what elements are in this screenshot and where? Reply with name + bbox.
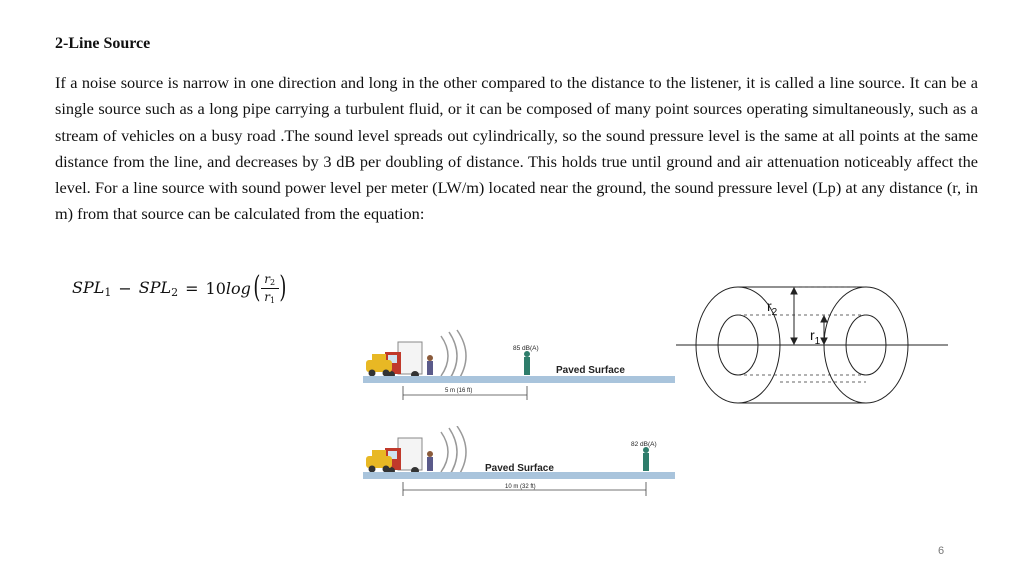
distance-label: 10 m (32 ft) [505, 484, 536, 490]
ground-strip [363, 376, 675, 383]
r2-label: r2 [767, 298, 778, 318]
surface-label: Paved Surface [485, 463, 554, 474]
listener-icon [524, 351, 530, 375]
formula-coefficient: 10 [205, 278, 226, 298]
formula-minus: − [118, 278, 132, 298]
formula-log: log [225, 278, 251, 298]
section-heading: 2-Line Source [55, 35, 151, 52]
formula-term-2: SPL2 [138, 277, 179, 299]
sound-wave-arcs [440, 329, 467, 383]
surface-label: Paved Surface [556, 365, 625, 376]
fraction-numerator: r2 [264, 271, 276, 287]
ground-strip [363, 472, 675, 479]
car-icon [366, 354, 392, 377]
distance-label: 5 m (16 ft) [445, 388, 472, 394]
body-paragraph: If a noise source is narrow in one direc… [55, 73, 978, 224]
formula-term-1: SPL1 [72, 277, 112, 299]
spl-formula: SPL1 − SPL2 = 10 log ( r2 r1 ) [72, 268, 288, 308]
noise-level-label: 85 dB(A) [513, 345, 539, 352]
formula-equals: = [185, 278, 199, 298]
formula-open-paren: ( [253, 270, 261, 305]
sound-wave-arcs [440, 426, 467, 479]
traffic-noise-figure-5m: 85 dB(A) Paved Surface 5 m (16 ft) [363, 329, 675, 400]
distance-dimension [402, 386, 528, 400]
dashed-guides [738, 286, 866, 383]
distance-dimension [402, 482, 647, 496]
listener-icon [643, 447, 649, 471]
worker-icon [427, 451, 433, 471]
worker-icon [427, 355, 433, 375]
fraction-denominator: r1 [264, 289, 276, 305]
fraction-bar [260, 287, 279, 289]
page-number: 6 [938, 545, 945, 557]
formula-close-paren: ) [278, 270, 286, 305]
formula-fraction: r2 r1 [260, 271, 279, 305]
traffic-noise-figure-10m: 82 dB(A) Paved Surface 10 m (32 ft) [363, 426, 675, 496]
radius-arrows [790, 286, 828, 346]
noise-level-label: 82 dB(A) [631, 441, 657, 448]
cylindrical-spreading-diagram: r2 r1 [676, 286, 948, 404]
car-icon [366, 450, 392, 473]
r1-label: r1 [810, 327, 821, 347]
